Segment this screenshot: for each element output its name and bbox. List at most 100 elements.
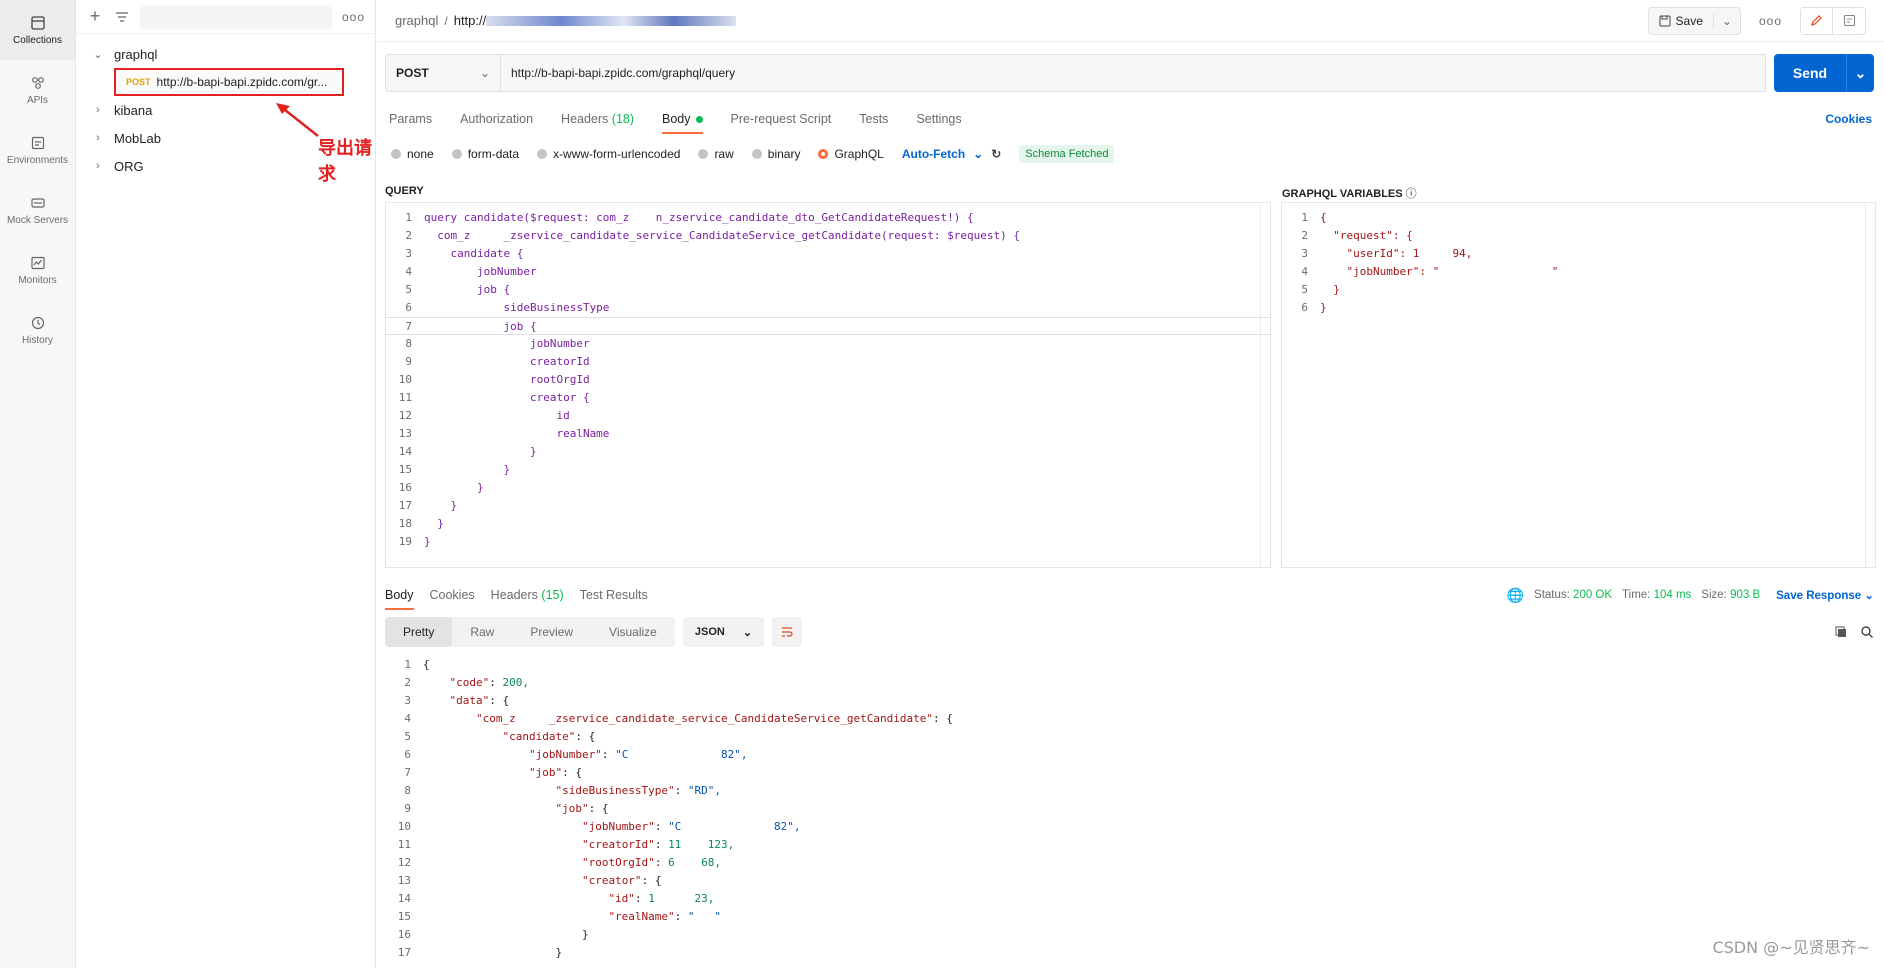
- tree-request-item[interactable]: POST http://b-bapi-bapi.zpidc.com/gr...: [114, 68, 344, 96]
- add-icon[interactable]: +: [89, 6, 101, 26]
- tab-authorization[interactable]: Authorization: [460, 112, 534, 126]
- line-number: 14: [398, 445, 412, 458]
- tab-settings[interactable]: Settings: [916, 112, 962, 126]
- comments-icon[interactable]: [1833, 8, 1865, 34]
- rail-collections[interactable]: Collections: [0, 0, 75, 60]
- code-text: "job": {: [528, 766, 582, 779]
- rail-monitors-label: Monitors: [18, 274, 57, 286]
- filter-icon[interactable]: [114, 9, 130, 25]
- request-method-badge: POST: [126, 77, 151, 87]
- chevron-down-icon[interactable]: ⌄: [1846, 54, 1874, 92]
- code-text: job {: [424, 283, 511, 296]
- chevron-down-icon[interactable]: ⌄: [93, 48, 103, 61]
- code-text: "request": {: [1320, 229, 1413, 242]
- method-select[interactable]: POST ⌄: [385, 54, 501, 92]
- resp-tab-headers[interactable]: Headers (15): [491, 588, 564, 602]
- rail-history[interactable]: History: [0, 300, 75, 360]
- chevron-right-icon[interactable]: ›: [96, 104, 100, 116]
- resp-tab-tests[interactable]: Test Results: [579, 588, 648, 602]
- sidebar-more-icon[interactable]: ooo: [341, 9, 365, 24]
- code-line: 3 candidate {: [386, 245, 1270, 263]
- resp-tab-body[interactable]: Body: [385, 588, 414, 610]
- search-icon[interactable]: [1860, 625, 1874, 639]
- send-button[interactable]: Send ⌄: [1774, 54, 1874, 92]
- tab-headers[interactable]: Headers (18): [561, 112, 634, 126]
- auto-fetch-dropdown[interactable]: Auto-Fetch⌄↻: [902, 147, 1001, 161]
- radio-label: binary: [767, 147, 801, 161]
- code-text: com_z _zservice_candidate_service_Candid…: [424, 229, 1021, 242]
- variables-label: GRAPHQL VARIABLES ⓘ: [1282, 185, 1417, 201]
- tree-folder-graphql[interactable]: ⌄ graphql: [76, 40, 375, 68]
- wrap-lines-button[interactable]: [772, 617, 803, 647]
- sidebar-toolbar: + ooo: [76, 0, 375, 34]
- variables-editor[interactable]: 1{2 "request": {3 "userId": 1 94,4 "jobN…: [1281, 202, 1876, 568]
- format-select[interactable]: JSON⌄: [682, 617, 765, 647]
- code-text: creatorId: [424, 355, 590, 368]
- redacted-text: [486, 15, 737, 26]
- more-options-icon[interactable]: ooo: [1758, 13, 1782, 28]
- rail-mock-servers-label: Mock Servers: [6, 214, 69, 226]
- code-line: 5 job {: [386, 281, 1270, 299]
- sidebar-search-input[interactable]: [140, 4, 332, 29]
- refresh-icon[interactable]: ↻: [991, 147, 1002, 161]
- tree-folder-moblab[interactable]: › MobLab: [76, 124, 375, 152]
- view-raw[interactable]: Raw: [470, 625, 495, 639]
- url-input[interactable]: http://b-bapi-bapi.zpidc.com/graphql/que…: [501, 54, 1766, 92]
- radio-urlencoded[interactable]: x-www-form-urlencoded: [537, 147, 680, 161]
- radio-none[interactable]: none: [391, 147, 434, 161]
- copy-icon[interactable]: [1834, 625, 1848, 639]
- line-number: 18: [398, 517, 412, 530]
- breadcrumb-request[interactable]: http://: [453, 13, 487, 28]
- chevron-right-icon[interactable]: ›: [96, 160, 100, 172]
- variables-scrollbar[interactable]: [1865, 203, 1875, 567]
- radio-form-data[interactable]: form-data: [451, 147, 519, 161]
- cookies-link[interactable]: Cookies: [1825, 112, 1872, 126]
- tab-tests[interactable]: Tests: [859, 112, 889, 126]
- response-body-viewer[interactable]: 1{2 "code": 200,3 "data": {4 "com_z _zse…: [385, 656, 1874, 968]
- line-number: 16: [397, 928, 411, 941]
- line-number: 11: [397, 838, 411, 851]
- radio-graphql[interactable]: GraphQL: [818, 147, 884, 161]
- globe-icon[interactable]: 🌐: [1506, 586, 1525, 603]
- save-button[interactable]: Save ⌄: [1647, 6, 1741, 35]
- breadcrumb-collection[interactable]: graphql: [395, 13, 439, 28]
- line-number: 8: [405, 337, 412, 350]
- code-text: "job": {: [555, 802, 609, 815]
- resp-tab-headers-label: Headers: [490, 588, 538, 602]
- response-view-segment: Pretty Raw Preview Visualize: [385, 617, 675, 647]
- chevron-right-icon[interactable]: ›: [96, 132, 100, 144]
- code-text: "creator": {: [581, 874, 662, 887]
- query-scrollbar[interactable]: [1260, 203, 1270, 567]
- code-line: 14 }: [386, 443, 1270, 461]
- view-visualize[interactable]: Visualize: [609, 625, 657, 639]
- rail-apis[interactable]: APIs: [0, 60, 75, 120]
- line-number: 8: [404, 784, 411, 797]
- tab-body-label: Body: [662, 112, 691, 126]
- resp-tab-cookies[interactable]: Cookies: [429, 588, 475, 602]
- view-preview[interactable]: Preview: [530, 625, 574, 639]
- tab-params[interactable]: Params: [389, 112, 433, 126]
- tree-folder-org[interactable]: › ORG: [76, 152, 375, 180]
- chevron-down-icon[interactable]: ⌄: [1712, 13, 1740, 28]
- save-response-button[interactable]: Save Response ⌄: [1776, 588, 1874, 602]
- send-button-label: Send: [1792, 65, 1828, 81]
- rail-collections-label: Collections: [13, 34, 62, 46]
- radio-raw[interactable]: raw: [698, 147, 734, 161]
- chevron-down-icon: ⌄: [742, 626, 753, 639]
- tab-body[interactable]: Body: [662, 112, 703, 134]
- view-pretty[interactable]: Pretty: [385, 617, 453, 647]
- info-icon[interactable]: ⓘ: [1405, 188, 1417, 200]
- rail-environments-label: Environments: [6, 154, 69, 166]
- tab-prerequest[interactable]: Pre-request Script: [730, 112, 832, 126]
- rail-monitors[interactable]: Monitors: [0, 240, 75, 300]
- rail-mock-servers[interactable]: Mock Servers: [0, 180, 75, 240]
- response-toolbar: Pretty Raw Preview Visualize JSON⌄: [385, 616, 1874, 648]
- code-text: creator {: [424, 391, 590, 404]
- tree-folder-kibana[interactable]: › kibana: [76, 96, 375, 124]
- edit-icon[interactable]: [1801, 7, 1833, 34]
- radio-binary[interactable]: binary: [751, 147, 801, 161]
- view-mode-toggle[interactable]: [1800, 6, 1866, 35]
- code-line: 16 }: [386, 479, 1270, 497]
- rail-environments[interactable]: Environments: [0, 120, 75, 180]
